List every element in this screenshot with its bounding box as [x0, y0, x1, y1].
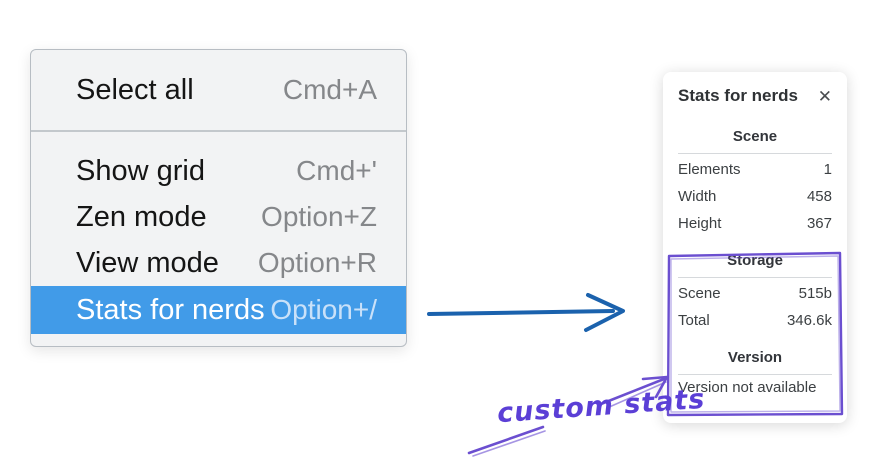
- stats-panel: Stats for nerds ✕ Scene Elements 1 Width…: [663, 72, 847, 423]
- menu-item-shortcut: Option+/: [270, 294, 377, 325]
- stats-panel-title: Stats for nerds: [678, 86, 798, 105]
- menu-item-label: Stats for nerds: [76, 293, 265, 326]
- menu-item-select-all[interactable]: Select all Cmd+A: [31, 62, 406, 118]
- menu-group-bottom: Show grid Cmd+' Zen mode Option+Z View m…: [31, 132, 406, 346]
- menu-item-shortcut: Option+Z: [261, 201, 377, 232]
- close-icon[interactable]: ✕: [817, 86, 832, 106]
- stat-value: 1: [823, 161, 832, 178]
- menu-item-label: Select all: [76, 73, 194, 106]
- stat-label: Total: [678, 312, 710, 329]
- menu-item-shortcut: Cmd+': [296, 155, 377, 186]
- stat-value: 515b: [798, 285, 832, 302]
- menu-item-shortcut: Cmd+A: [282, 74, 377, 105]
- section-divider: [678, 153, 832, 154]
- stat-value: 346.6k: [786, 312, 832, 329]
- annotation-tail-stroke: [467, 425, 546, 457]
- menu-item-shortcut: Option+R: [257, 247, 377, 278]
- stat-row-total-storage: Total 346.6k: [678, 307, 832, 334]
- menu-item-show-grid[interactable]: Show grid Cmd+': [31, 148, 406, 194]
- context-menu: Select all Cmd+A Show grid Cmd+' Zen mod…: [30, 49, 407, 347]
- stat-row-elements: Elements 1: [678, 156, 832, 183]
- menu-item-label: View mode: [76, 246, 219, 279]
- menu-to-panel-arrow: [427, 293, 625, 332]
- menu-item-stats-for-nerds[interactable]: Stats for nerds Option+/: [31, 286, 406, 334]
- menu-item-label: Zen mode: [76, 200, 207, 233]
- stat-label: Scene: [678, 285, 721, 302]
- menu-item-view-mode[interactable]: View mode Option+R: [31, 240, 406, 286]
- section-heading-storage: Storage: [727, 252, 783, 269]
- stat-row-width: Width 458: [678, 183, 832, 210]
- menu-item-zen-mode[interactable]: Zen mode Option+Z: [31, 194, 406, 240]
- stat-label: Elements: [678, 161, 741, 178]
- stats-panel-header: Stats for nerds ✕: [678, 85, 832, 107]
- stat-value: 458: [806, 188, 832, 205]
- stat-row-scene-storage: Scene 515b: [678, 280, 832, 307]
- stat-label: Width: [678, 188, 717, 205]
- section-divider: [678, 374, 832, 375]
- section-heading-scene: Scene: [732, 128, 778, 145]
- section-heading-version: Version: [727, 349, 783, 366]
- menu-group-top: Select all Cmd+A: [31, 50, 406, 130]
- section-divider: [678, 277, 832, 278]
- stat-row-height: Height 367: [678, 210, 832, 237]
- menu-item-label: Show grid: [76, 154, 205, 187]
- menu-divider: [31, 130, 406, 132]
- stat-label: Height: [678, 215, 722, 232]
- stat-value: 367: [806, 215, 832, 232]
